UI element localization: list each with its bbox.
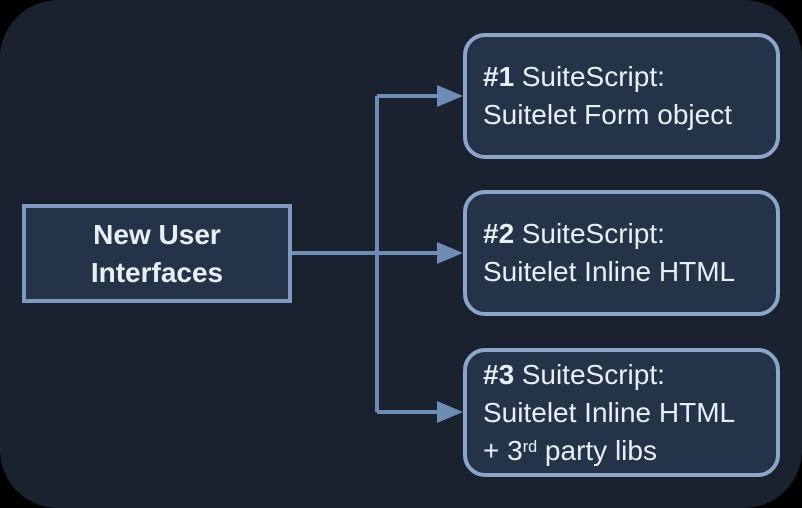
arrowhead-node3 (437, 401, 463, 423)
node3-line2: Suitelet Inline HTML (483, 396, 736, 428)
node3-number: #3 (483, 358, 515, 390)
node1-heading: SuiteScript: (521, 61, 665, 92)
arrowhead-node1 (437, 85, 463, 107)
node-new-user-interfaces: New User Interfaces (22, 204, 292, 303)
node3-heading: SuiteScript: (521, 358, 665, 390)
root-label-line2: Interfaces (90, 256, 224, 288)
arrowhead-node2 (437, 242, 463, 264)
node3-line3: + 3rd party libs (483, 432, 735, 470)
node2-heading: SuiteScript: (521, 218, 665, 249)
node1-line2: Suitelet Form object (483, 99, 732, 130)
node3-line3-prefix: + 3 (483, 434, 523, 466)
node3-ordinal-suffix: rd (522, 437, 538, 456)
node2-line2: Suitelet Inline HTML (483, 256, 736, 287)
root-node-label: New User Interfaces (91, 216, 223, 292)
node3-line3-suffix: party libs (537, 434, 657, 466)
node2-number: #2 (483, 218, 515, 249)
node1-number: #1 (483, 61, 515, 92)
root-label-line1: New User (93, 218, 221, 250)
